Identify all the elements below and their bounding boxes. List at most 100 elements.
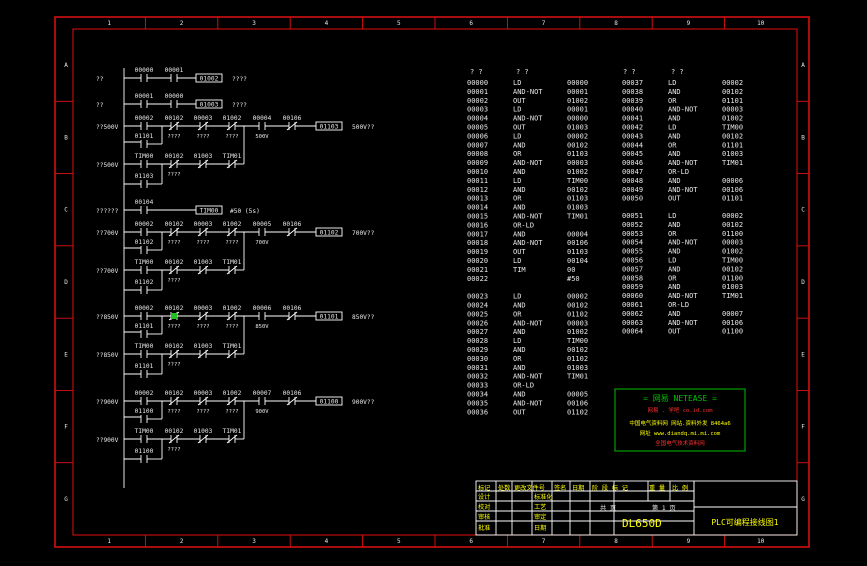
contact-TIM00: TIM00 [135, 428, 154, 443]
contact-01002: 01002 [223, 390, 242, 406]
instruction-mnemonic: AND-NOT [513, 373, 543, 381]
instruction-mnemonic: AND [513, 204, 526, 212]
contact-00106: 00106 [283, 221, 302, 237]
instruction-mnemonic: AND-NOT [513, 213, 543, 221]
instruction-operand: 01103 [567, 248, 588, 256]
grid-row-label-right: E [801, 351, 805, 358]
contact-nc-slash [168, 227, 180, 237]
contact-address: 00000 [165, 93, 184, 100]
contact-address: TIM00 [135, 153, 154, 160]
contact-note: ???? [167, 240, 180, 246]
grid-row-label-right: D [801, 279, 805, 286]
stamp-line2: 网易 . 学吧 co.id.com [647, 406, 713, 414]
instruction-operand: 00001 [567, 88, 588, 96]
contact-nc-slash [197, 396, 209, 406]
coil-01002: 01002 [195, 73, 223, 83]
step-number: 00005 [467, 124, 488, 132]
contact-00104: 00104 [135, 199, 154, 214]
grid-row-label-left: F [64, 424, 68, 431]
contact-nc-slash [197, 311, 209, 321]
instruction-mnemonic: LD [513, 337, 521, 345]
instruction-operand: 00007 [722, 310, 743, 318]
grid-col-label-top: 3 [252, 20, 256, 27]
instruction-mnemonic: AND-NOT [513, 319, 543, 327]
contact-note: ???? [167, 447, 180, 453]
instruction-operand: 00102 [567, 186, 588, 194]
grid-col-label-top: 5 [397, 20, 401, 27]
coil-box [315, 121, 343, 131]
step-number: 00050 [622, 195, 643, 203]
instruction-operand: 01003 [722, 283, 743, 291]
coil-01101: 01101 [315, 311, 343, 321]
instruction-operand: 00102 [722, 88, 743, 96]
contact-TIM00: TIM00 [135, 343, 154, 358]
step-number: 00057 [622, 265, 643, 273]
instruction-mnemonic: OR-LD [668, 168, 689, 176]
contact-address: 00106 [283, 221, 302, 228]
contact-nc-slash [226, 396, 238, 406]
instruction-mnemonic: LD [668, 124, 676, 132]
contact-address: 00102 [165, 153, 184, 160]
instruction-mnemonic: OR [668, 141, 677, 149]
instruction-operand: TIM00 [722, 257, 743, 265]
coil-address: 01101 [320, 314, 339, 321]
step-number: 00048 [622, 177, 643, 185]
contact-00003: 00003 [194, 221, 213, 237]
contact-address: 00002 [135, 115, 154, 122]
contact-00007: 00007 [253, 390, 272, 405]
instruction-mnemonic: OR-LD [513, 221, 534, 229]
step-number: 00026 [467, 319, 488, 327]
instruction-mnemonic: OUT [668, 195, 681, 203]
contact-nc-slash [168, 159, 180, 169]
instruction-operand: 01101 [722, 141, 743, 149]
instruction-operand: 00106 [722, 319, 743, 327]
contact-TIM01: TIM01 [223, 259, 242, 275]
grid-col-label-top: 7 [542, 20, 546, 27]
instruction-operand: 01100 [722, 230, 743, 238]
contact-nc-slash [226, 311, 238, 321]
instruction-operand: TIM01 [567, 213, 588, 221]
step-number: 00064 [622, 328, 643, 336]
contact-address: 00000 [135, 67, 154, 74]
contact-address: 00102 [165, 428, 184, 435]
coil-box [195, 99, 223, 109]
instruction-operand: 00004 [567, 230, 588, 238]
instruction-operand: 01002 [567, 97, 588, 105]
stamp-line1: = 网易 NETEASE = [643, 394, 717, 403]
step-number: 00055 [622, 248, 643, 256]
contact-note: ???? [167, 409, 180, 415]
instruction-operand: 01002 [567, 168, 588, 176]
instruction-mnemonic: AND [668, 88, 681, 96]
instruction-mnemonic: AND-NOT [513, 115, 543, 123]
instruction-mnemonic: AND-NOT [513, 399, 543, 407]
coil-box [315, 311, 343, 321]
contact-01101: 01101 [135, 323, 154, 338]
step-number: 00027 [467, 328, 488, 336]
contact-00006: 00006 [253, 305, 272, 320]
instruction-operand: 00102 [567, 302, 588, 310]
contact-nc-slash [168, 121, 180, 131]
instruction-mnemonic: OUT [668, 328, 681, 336]
instruction-operand: 01003 [722, 150, 743, 158]
step-number: 00001 [467, 88, 488, 96]
contact-01002: 01002 [223, 115, 242, 131]
instruction-operand: 01100 [722, 274, 743, 282]
contact-address: 01101 [135, 363, 154, 370]
instruction-mnemonic: OUT [513, 248, 526, 256]
contact-nc-slash [168, 349, 180, 359]
grid-col-label-bottom: 5 [397, 538, 401, 545]
